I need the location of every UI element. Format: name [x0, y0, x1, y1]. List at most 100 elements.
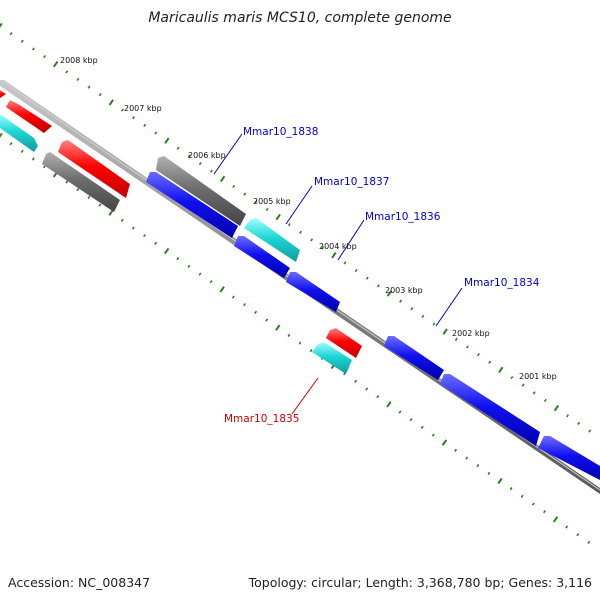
outer-ring-tick	[0, 22, 3, 28]
inner-ring-tick	[365, 387, 369, 391]
outer-ring-tick	[521, 383, 525, 387]
kbp-tick-labels: 2008 kbp 2007 kbp 2006 kbp 2005 kbp 2004…	[60, 56, 557, 381]
outer-ring-tick	[310, 238, 314, 242]
outer-ring-tick	[454, 337, 458, 341]
outer-ring-tick	[588, 429, 592, 433]
tick-label-2005: 2005 kbp	[253, 197, 291, 206]
gene-gray-reverse[interactable]	[42, 152, 120, 212]
outer-ring-tick	[176, 146, 180, 150]
outer-ring-tick	[65, 70, 69, 74]
inner-ring-tick	[120, 218, 124, 222]
inner-ring-tick	[231, 295, 235, 299]
gene-labels: Mmar10_1838 Mmar10_1837 Mmar10_1836 Mmar…	[224, 126, 540, 425]
inner-ring-tick	[543, 510, 546, 514]
gene-label-mmar10-1834[interactable]: Mmar10_1834	[464, 277, 540, 289]
outer-ring-tick	[532, 391, 536, 395]
inner-ring-tick	[354, 379, 358, 383]
gene-label-mmar10-1837[interactable]: Mmar10_1837	[314, 176, 389, 188]
gene-blue-1834b[interactable]	[440, 374, 540, 446]
inner-ring-tick	[219, 286, 225, 293]
gene-blue-1836b[interactable]	[286, 272, 340, 312]
inner-ring-tick	[187, 264, 191, 268]
gene-blue-1836[interactable]	[234, 236, 290, 278]
inner-ring-tick	[398, 410, 402, 414]
tick-label-2008: 2008 kbp	[60, 56, 98, 65]
outer-ring-tick	[198, 161, 202, 166]
outer-ring-tick	[321, 246, 325, 250]
outer-ring-tick	[510, 375, 514, 380]
outer-ring-tick	[43, 54, 46, 59]
gene-label-mmar10-1836[interactable]: Mmar10_1836	[365, 211, 441, 223]
inner-ring-tick	[0, 132, 3, 138]
outer-ring-tick	[120, 108, 124, 112]
inner-ring-tick	[254, 310, 258, 314]
outer-ring-tick	[243, 192, 247, 196]
gene-cyan-mmar10-1837[interactable]	[244, 218, 300, 262]
genome-summary-text: Topology: circular; Length: 3,368,780 bp…	[248, 575, 592, 590]
gene-red-edge-outer[interactable]	[0, 90, 6, 98]
inner-ring-tick	[76, 188, 80, 192]
forward-strand-outer	[0, 90, 300, 262]
inner-ring-tick	[65, 180, 69, 184]
inner-ring-tick	[275, 324, 281, 331]
inner-ring-tick	[431, 433, 435, 437]
inner-tick-ring	[0, 132, 591, 544]
outer-ring-tick	[31, 47, 35, 51]
outer-ring-tick	[553, 404, 560, 412]
gene-cyan-edge[interactable]	[0, 114, 38, 152]
outer-ring-tick	[386, 290, 393, 297]
inner-ring-tick	[87, 195, 91, 199]
inner-ring-tick	[465, 456, 469, 460]
inner-ring-tick	[497, 477, 503, 485]
gene-red-mmar10-1835[interactable]	[326, 328, 362, 358]
outer-ring-tick	[164, 137, 170, 144]
outer-ring-tick	[354, 268, 358, 273]
inner-ring-tick	[420, 425, 424, 429]
inner-ring-tick	[131, 226, 135, 230]
outer-ring-tick	[287, 223, 291, 227]
inner-ring-tick	[164, 247, 170, 255]
inner-ring-tick	[143, 234, 146, 238]
tick-label-2006: 2006 kbp	[188, 151, 226, 160]
inner-ring-tick	[509, 487, 513, 491]
inner-ring-tick	[20, 149, 24, 153]
gene-red-outer[interactable]	[6, 100, 52, 133]
inner-ring-tick	[31, 157, 35, 161]
gene-label-mmar10-1835[interactable]: Mmar10_1835	[224, 413, 299, 425]
gene-red-large[interactable]	[58, 140, 130, 198]
gene-blue-1834c[interactable]	[538, 436, 600, 480]
gene-label-mmar10-1838[interactable]: Mmar10_1838	[243, 126, 318, 138]
gene-blue-1834a[interactable]	[384, 336, 444, 380]
outer-ring-tick	[219, 175, 226, 183]
outer-ring-tick	[143, 123, 147, 127]
outer-tick-ring	[0, 22, 592, 433]
inner-ring-tick	[409, 418, 413, 422]
gene-cyan-mmar10-1835[interactable]	[312, 342, 352, 374]
forward-strand-inner	[0, 114, 340, 312]
inner-ring-tick	[576, 533, 580, 537]
inner-ring-tick	[531, 502, 535, 506]
inner-ring-tick	[454, 448, 458, 452]
outer-ring-tick	[410, 307, 414, 311]
outer-ring-tick	[299, 230, 302, 234]
inner-ring-tick	[565, 525, 569, 529]
inner-ring-tick	[154, 241, 158, 245]
tick-label-2007: 2007 kbp	[124, 104, 162, 113]
outer-ring-tick	[432, 322, 436, 326]
gene-label-leaders	[213, 133, 463, 415]
outer-ring-tick	[154, 131, 158, 135]
inner-ring-tick	[98, 203, 102, 207]
gene-gray-mmar10-1838[interactable]	[156, 156, 246, 226]
tick-label-2002: 2002 kbp	[452, 329, 490, 338]
inner-ring-tick	[198, 272, 202, 276]
outer-ring-tick	[254, 200, 258, 204]
map-title: Maricaulis maris MCS10, complete genome	[148, 10, 452, 26]
tick-label-2003: 2003 kbp	[385, 286, 423, 295]
outer-ring-tick	[20, 39, 24, 43]
outer-ring-tick	[421, 314, 425, 318]
inner-ring-tick	[487, 471, 491, 475]
gene-blue-1838[interactable]	[146, 172, 238, 238]
inner-ring-tick	[243, 303, 246, 307]
outer-ring-tick	[498, 366, 504, 374]
inner-ring-tick	[376, 395, 380, 399]
